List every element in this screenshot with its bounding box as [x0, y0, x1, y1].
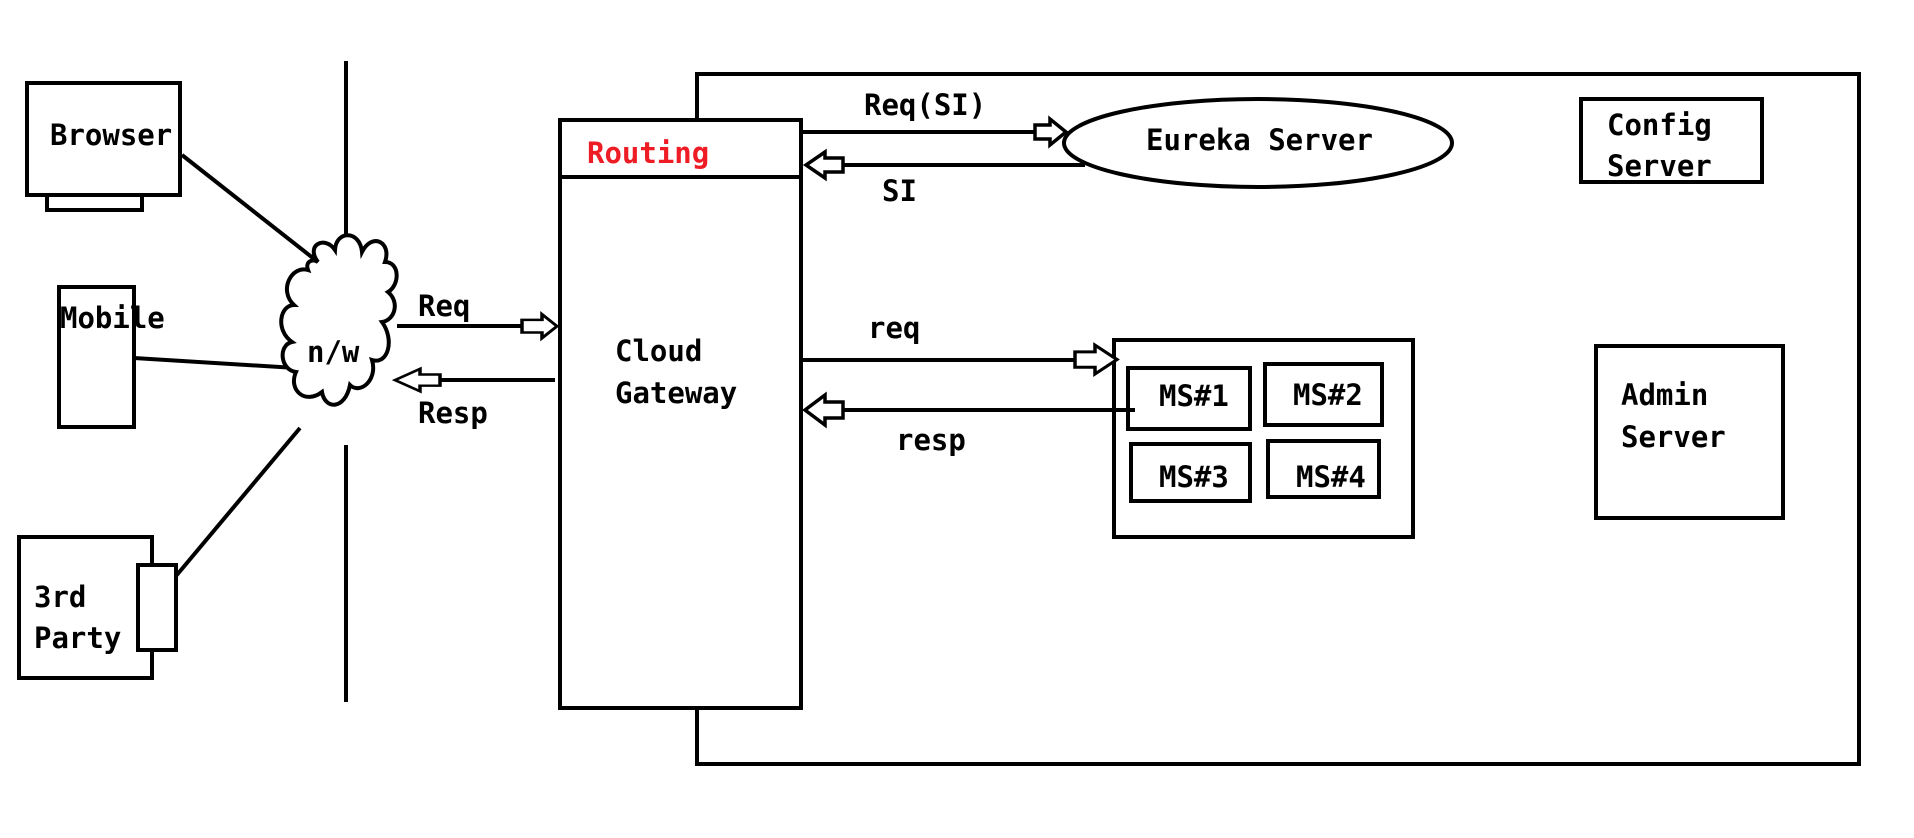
ms3-label: MS#3: [1159, 460, 1229, 494]
gateway-box: [558, 118, 803, 710]
eureka-resp-arrow: [802, 148, 1085, 182]
ms-req-arrow: [801, 342, 1120, 378]
admin-server-box: [1594, 344, 1785, 520]
ms3-box: [1129, 442, 1252, 503]
eureka-label: Eureka Server: [1146, 123, 1373, 157]
gateway-label-line1: Cloud: [615, 334, 702, 368]
ms2-label: MS#2: [1293, 378, 1363, 412]
browser-link: [180, 153, 320, 264]
ms1-box: [1126, 366, 1252, 431]
browser-screen: [25, 81, 182, 197]
eureka-ellipse: [1062, 97, 1454, 189]
mobile-label: Mobile: [60, 301, 165, 335]
gateway-label-line2: Gateway: [615, 376, 737, 410]
network-resp-label: Resp: [418, 396, 488, 430]
admin-server-label-line2: Server: [1621, 420, 1726, 454]
eureka-req-arrow: [801, 115, 1069, 149]
third-party-label-line1: 3rd: [34, 580, 86, 614]
mobile-link: [133, 356, 297, 370]
eureka-req-label: Req(SI): [864, 88, 986, 122]
network-resp-arrow: [391, 366, 555, 394]
browser-client: Browser: [25, 81, 182, 212]
mobile-client: Mobile: [57, 285, 165, 429]
network-req-label: Req: [418, 289, 470, 323]
config-server: Config Server: [1579, 97, 1764, 184]
mobile-device: [57, 285, 136, 429]
third-party-box: [17, 535, 154, 680]
ms4-label: MS#4: [1296, 460, 1366, 494]
config-server-box: [1579, 97, 1764, 184]
routing-label: Routing: [587, 136, 709, 170]
third-party-link: [174, 426, 302, 578]
network-req-arrow: [397, 311, 560, 342]
eureka-resp-label: SI: [882, 174, 917, 208]
network-cloud: [279, 233, 399, 407]
ms4-box: [1266, 439, 1381, 499]
ms2-box: [1263, 362, 1384, 427]
third-party-client: 3rd Party: [17, 535, 178, 680]
microservices-group: MS#1 MS#2 MS#3 MS#4: [1112, 338, 1415, 539]
config-server-label-line2: Server: [1607, 149, 1712, 183]
network-label: n/w: [307, 335, 360, 369]
eureka-server: Eureka Server: [1062, 97, 1454, 189]
ms1-label: MS#1: [1159, 379, 1229, 413]
admin-server: Admin Server: [1594, 344, 1785, 520]
admin-server-label-line1: Admin: [1621, 378, 1708, 412]
ms-resp-label: resp: [896, 423, 966, 457]
cloud-gateway: Routing Cloud Gateway: [558, 118, 803, 710]
ms-req-label: req: [868, 311, 920, 345]
config-server-label-line1: Config: [1607, 108, 1712, 142]
ms-resp-arrow: [802, 391, 1135, 429]
browser-stand: [45, 193, 144, 212]
browser-label: Browser: [50, 118, 172, 152]
third-party-label-line2: Party: [34, 621, 121, 655]
third-party-connector: [136, 563, 178, 652]
